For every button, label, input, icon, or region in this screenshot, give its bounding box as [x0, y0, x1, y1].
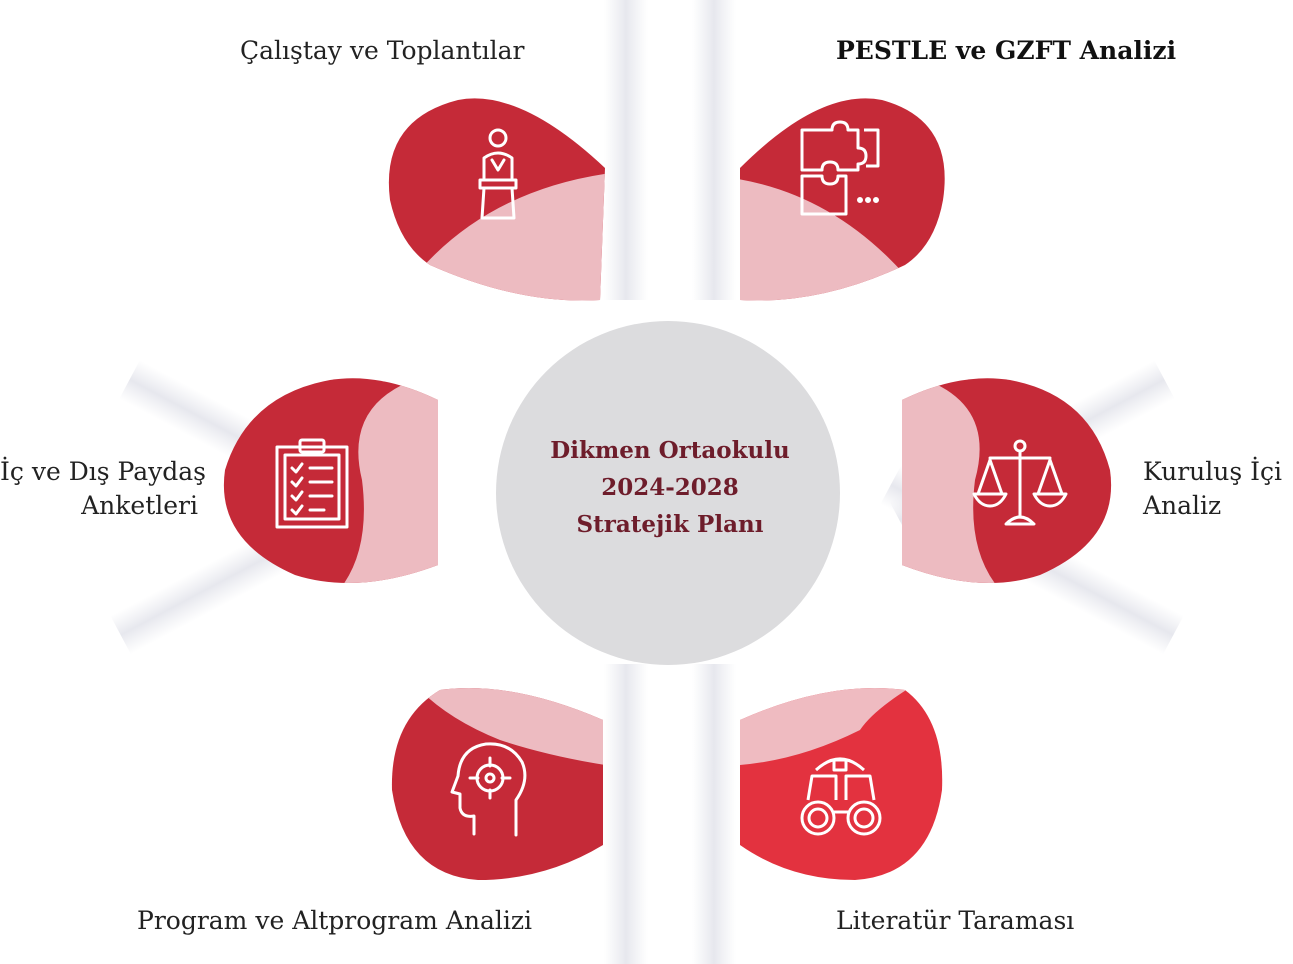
speaker-podium-icon — [478, 128, 518, 220]
center-title-line2: 2024-2028 — [601, 474, 739, 501]
petal-literatur[interactable] — [700, 660, 960, 880]
label-program: Program ve Altprogram Analizi — [137, 906, 533, 935]
puzzle-icon — [800, 120, 880, 216]
label-paydas: İç ve Dış Paydaş Anketleri — [0, 455, 206, 523]
binoculars-icon — [800, 757, 882, 836]
label-kurulus-line1: Kuruluş İçi — [1143, 457, 1283, 486]
head-target-icon — [450, 742, 527, 837]
petal-kurulus[interactable] — [880, 370, 1112, 620]
center-title-line3: Stratejik Planı — [576, 511, 764, 538]
label-kurulus: Kuruluş İçi Analiz — [1143, 455, 1282, 523]
center-title: Dikmen Ortaokulu 2024-2028 Stratejik Pla… — [500, 432, 840, 543]
label-literatur: Literatür Taraması — [836, 906, 1075, 935]
center-circle — [496, 321, 840, 665]
petal-program[interactable] — [380, 660, 640, 880]
label-calistay: Çalıştay ve Toplantılar — [240, 36, 525, 65]
center-title-line1: Dikmen Ortaokulu — [550, 437, 790, 464]
scales-icon — [972, 439, 1068, 526]
clipboard-checklist-icon — [275, 438, 349, 529]
label-paydas-line1: İç ve Dış Paydaş — [0, 457, 206, 486]
label-pestle: PESTLE ve GZFT Analizi — [836, 36, 1177, 65]
label-paydas-line2: Anketleri — [81, 491, 198, 520]
label-kurulus-line2: Analiz — [1143, 491, 1222, 520]
petal-pestle[interactable] — [700, 98, 960, 320]
